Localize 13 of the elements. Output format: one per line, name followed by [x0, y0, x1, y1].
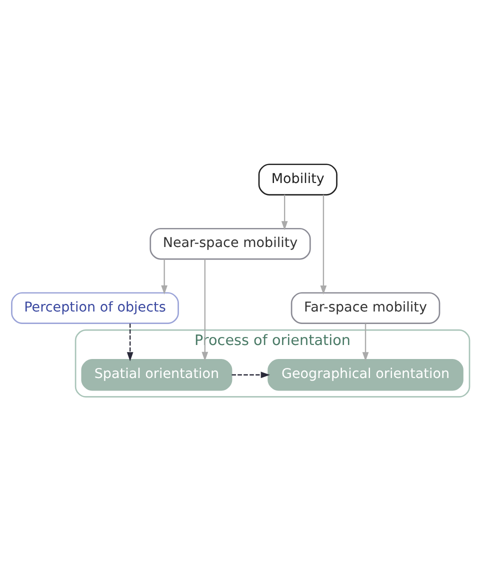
arrow: [161, 259, 168, 295]
node-box: Mobility: [258, 164, 338, 196]
arrow: [126, 324, 134, 362]
arrow: [281, 194, 288, 230]
node-box: Perception of objects: [11, 292, 179, 324]
arrow: [362, 324, 369, 362]
arrow: [320, 194, 327, 295]
arrow: [202, 259, 208, 362]
node-box: Spatial orientation: [81, 358, 232, 391]
node-box: Geographical orientation: [268, 358, 464, 391]
node-box: Near-space mobility: [150, 228, 311, 260]
node-box: Far-space mobility: [290, 292, 440, 324]
arrow: [232, 372, 270, 378]
